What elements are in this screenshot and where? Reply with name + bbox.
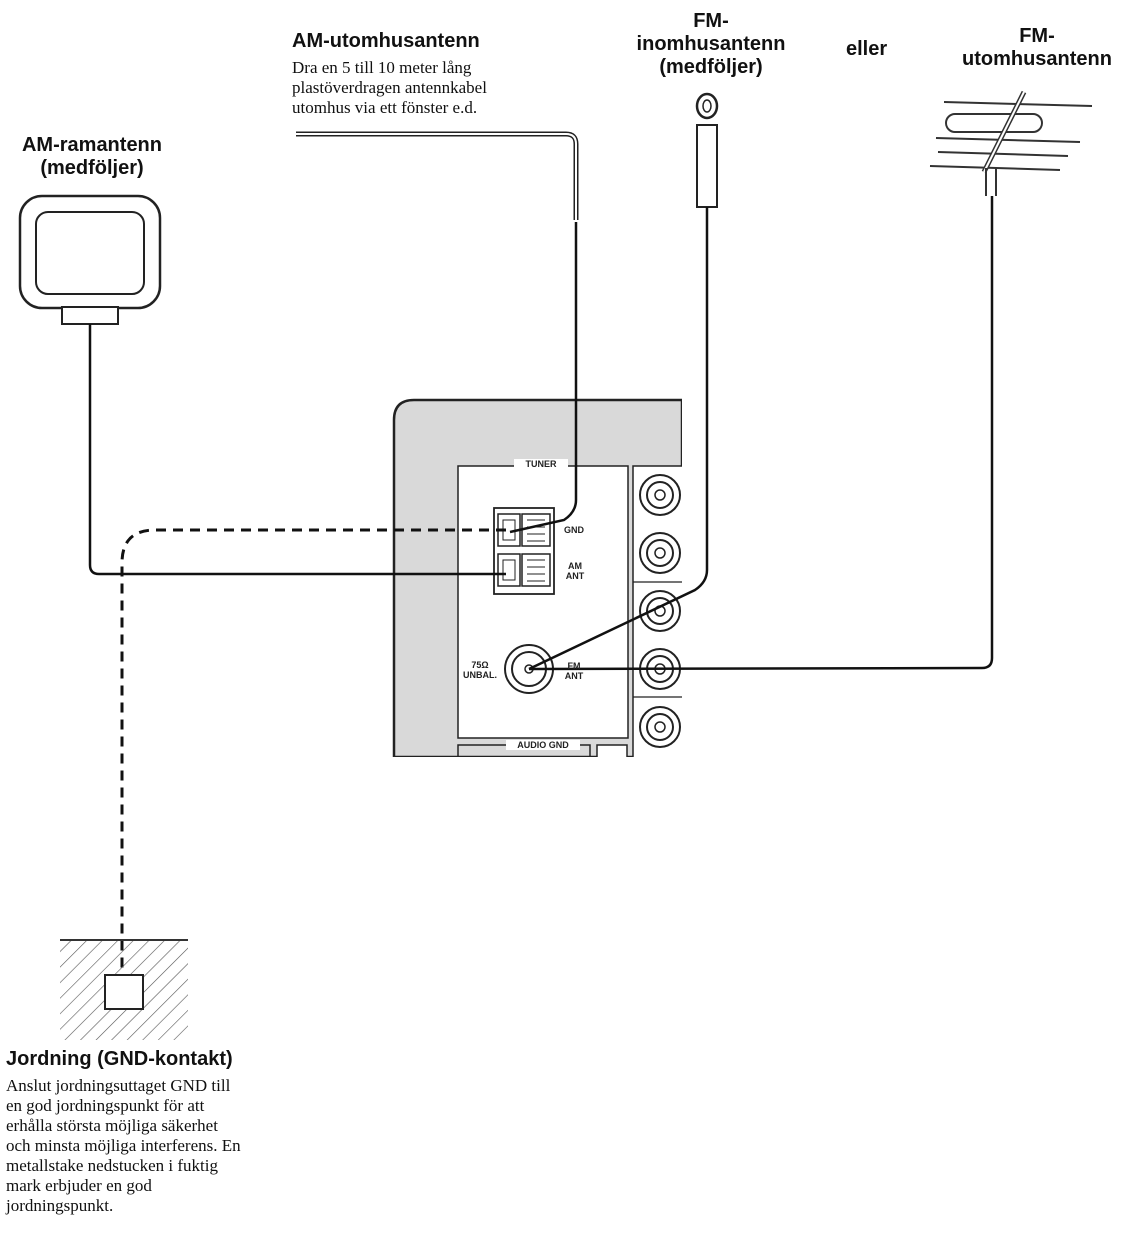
ground-title: Jordning (GND-kontakt) [6, 1048, 233, 1070]
fm-ant-terminal-label: FM ANT [564, 661, 584, 681]
or-label: eller [846, 38, 888, 60]
gnd-terminal-label: GND [564, 525, 584, 535]
rca-jack [639, 474, 681, 516]
am-loop-antenna [18, 194, 162, 325]
fm-indoor-antenna [528, 92, 719, 671]
fm-outdoor-antenna [528, 90, 1093, 671]
impedance-label: 75Ω UNBAL. [463, 660, 497, 680]
am-loop-cable [88, 324, 506, 576]
rca-jack [639, 590, 681, 632]
tuner-label: TUNER [514, 459, 568, 469]
am-ant-terminal-label: AM ANT [565, 561, 585, 581]
am-outdoor-antenna-title: AM-utomhusantenn [292, 30, 480, 52]
ground-stake [60, 939, 188, 1040]
am-gnd-terminal-block [493, 507, 555, 595]
tuner-section [457, 465, 629, 739]
am-outdoor-antenna [296, 131, 579, 534]
am-outdoor-antenna-description: Dra en 5 till 10 meter lång plastöverdra… [292, 58, 487, 117]
rca-jack [639, 532, 681, 574]
fm-outdoor-antenna-label: FM- utomhusantenn [962, 25, 1112, 70]
receiver-rear-panel [392, 398, 682, 757]
rca-jack [639, 706, 681, 748]
ground-wire [120, 528, 506, 978]
fm-indoor-antenna-label: FM- inomhusantenn (medföljer) [636, 10, 786, 78]
ground-description: Anslut jordningsuttaget GND till en god … [6, 1076, 241, 1215]
am-loop-antenna-label: AM-ramantenn (medföljer) [21, 134, 162, 179]
audio-gnd-label: AUDIO GND [506, 740, 580, 750]
